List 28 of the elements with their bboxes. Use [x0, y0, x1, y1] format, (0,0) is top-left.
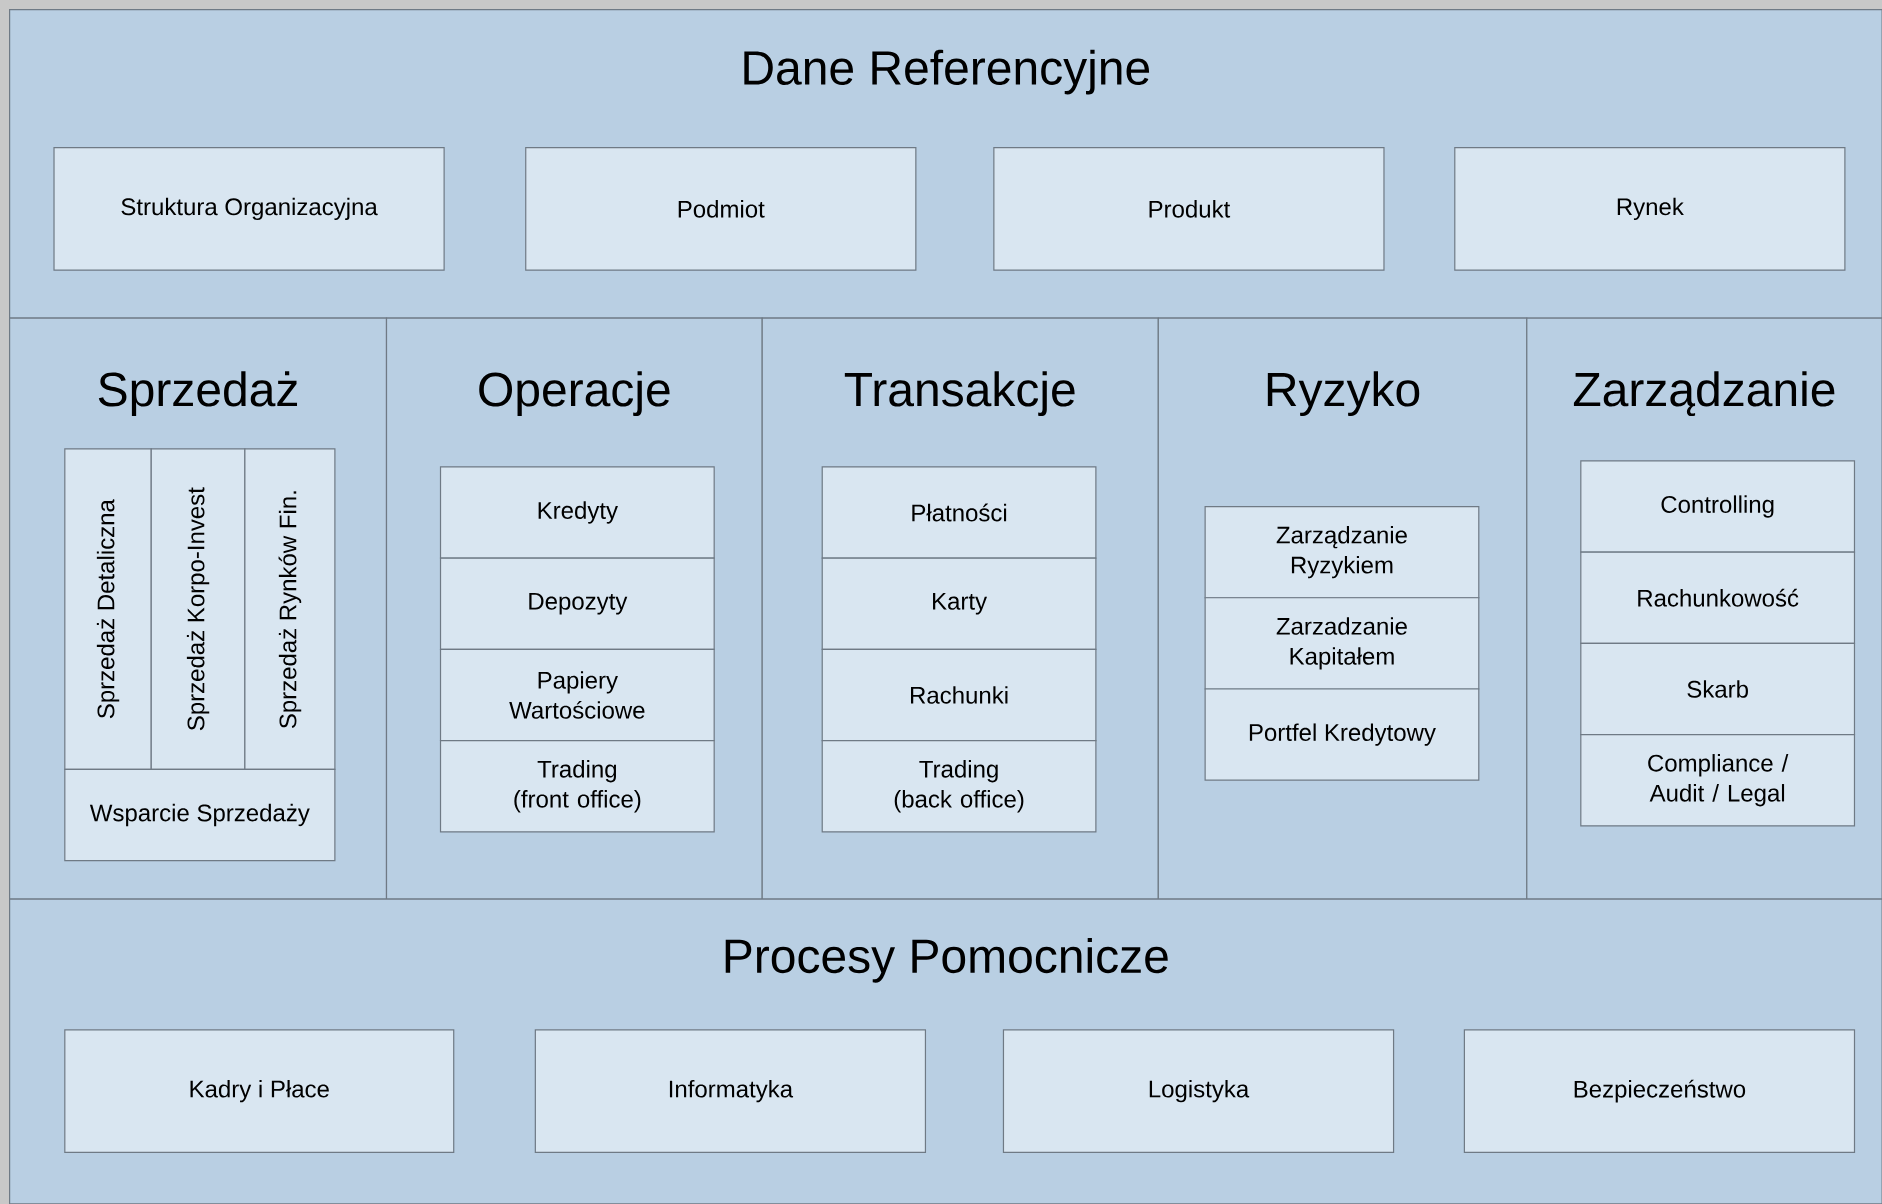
process-box: Sprzedaż Rynków Fin. — [244, 448, 336, 770]
process-box: Wsparcie Sprzedaży — [64, 768, 336, 862]
process-box: Rachunki — [821, 648, 1097, 742]
process-box: Rynek — [1454, 147, 1846, 271]
process-box: Kredyty — [439, 466, 715, 559]
process-box: Karty — [821, 557, 1097, 650]
process-box: Skarb — [1580, 642, 1856, 736]
process-box: Zarzadzanie Kapitałem — [1204, 597, 1480, 690]
process-box: Zarządzanie Ryzykiem — [1204, 505, 1480, 599]
process-box: Compliance / Audit / Legal — [1580, 734, 1856, 827]
process-box: Papiery Wartościowe — [439, 648, 715, 742]
process-box: Produkt — [993, 147, 1385, 271]
process-box: Bezpieczeństwo — [1463, 1029, 1856, 1153]
process-box: Depozyty — [439, 557, 715, 650]
node-label: Zarządzanie — [1573, 371, 1835, 417]
process-box: Kadry i Płace — [64, 1029, 455, 1153]
process-box: Controlling — [1580, 460, 1856, 553]
process-box: Informatyka — [534, 1029, 927, 1153]
process-box: Podmiot — [525, 147, 917, 271]
process-box: Rachunkowość — [1580, 551, 1856, 644]
process-box: Sprzedaż Korpo-Invest — [150, 448, 246, 770]
process-box: Portfel Kredytowy — [1204, 688, 1480, 781]
process-box: Sprzedaż Detaliczna — [64, 448, 152, 770]
process-box: Płatności — [821, 466, 1097, 559]
process-box: Trading (front office) — [439, 740, 715, 833]
process-box: Struktura Organizacyjna — [53, 147, 445, 271]
process-box: Logistyka — [1002, 1029, 1395, 1153]
process-box: Trading (back office) — [821, 740, 1097, 833]
